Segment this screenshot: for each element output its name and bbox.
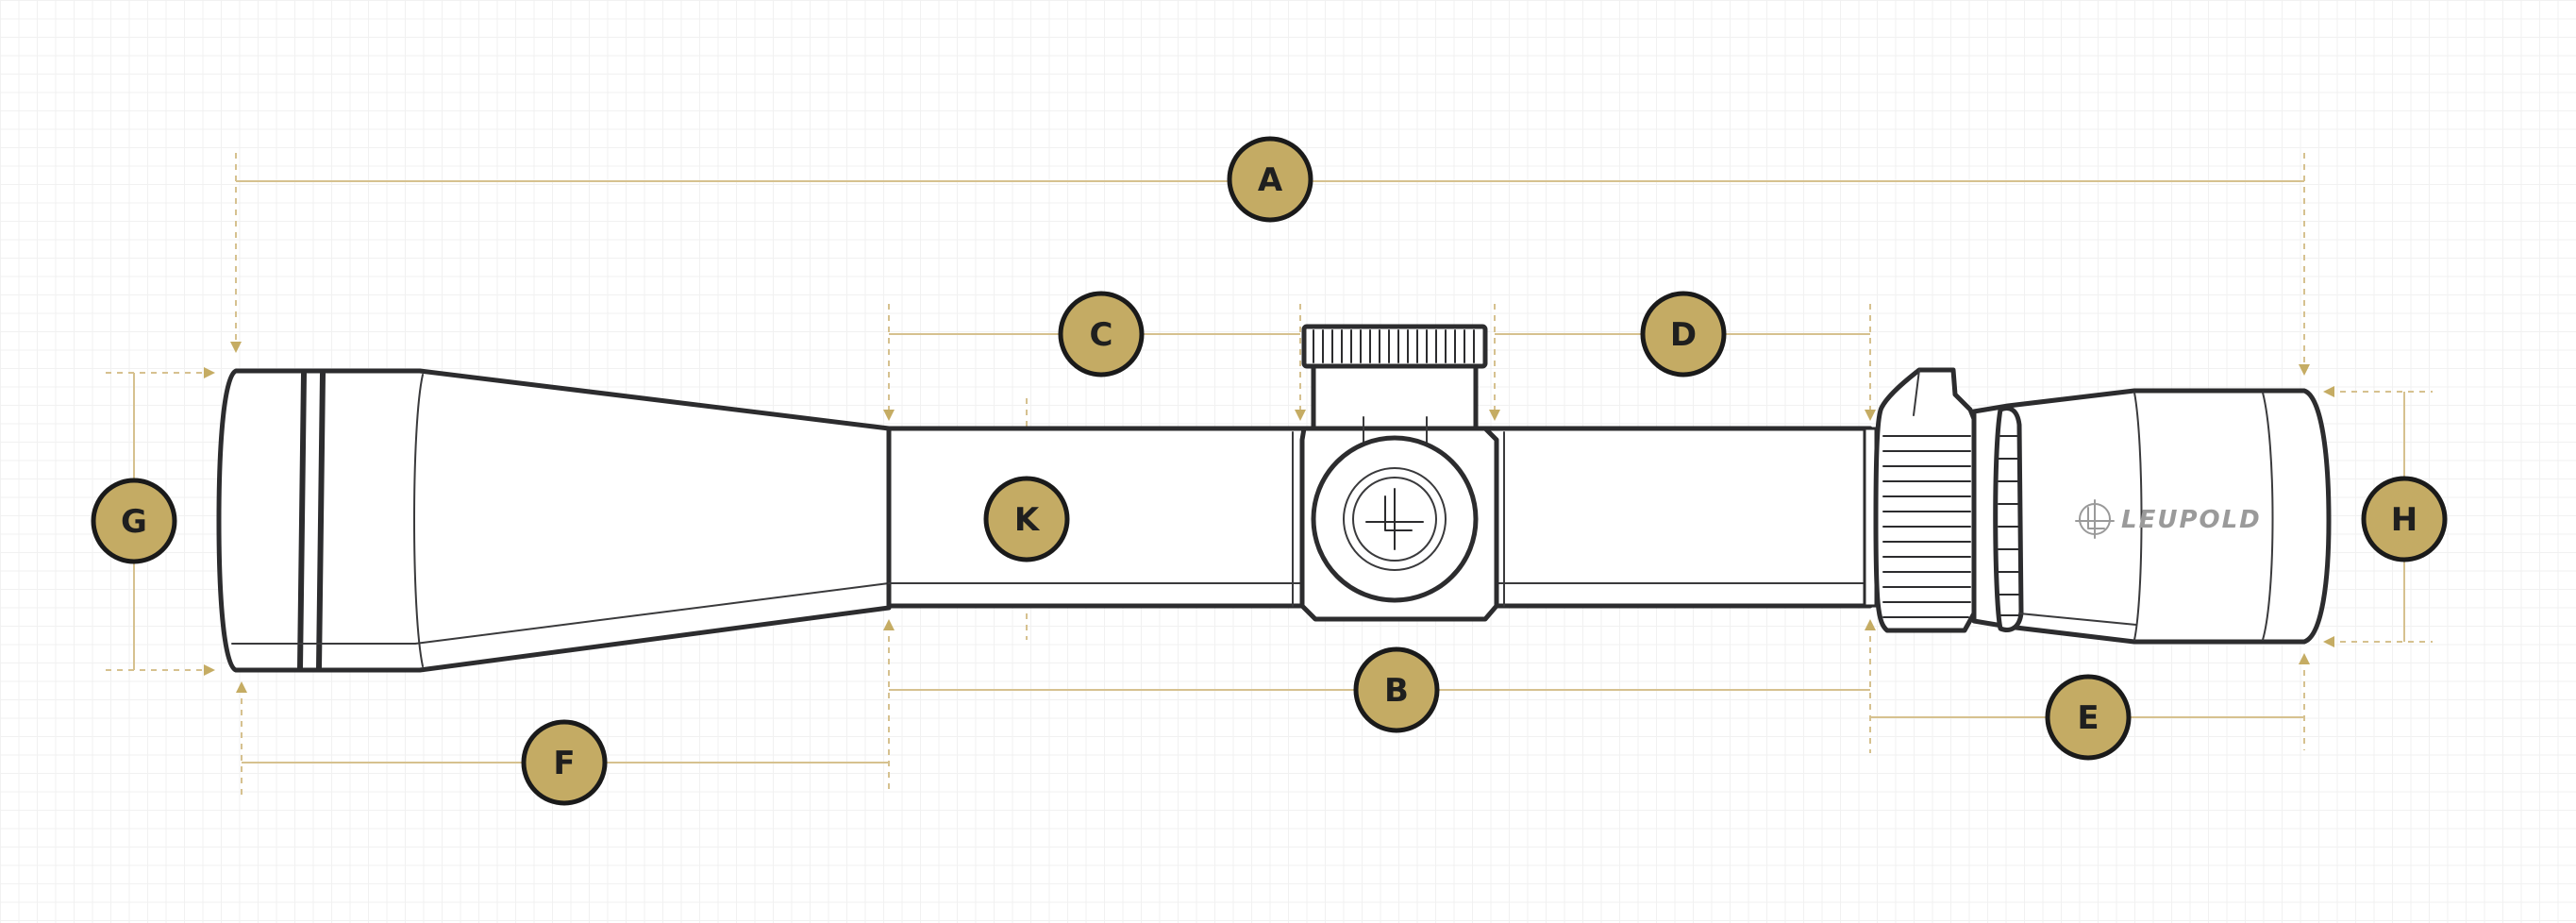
callout-d: D <box>1640 291 1727 378</box>
side-focus-ring <box>1343 467 1447 571</box>
brand-name: LEUPOLD <box>2121 506 2262 534</box>
callout-d-label: D <box>1670 316 1697 354</box>
callout-c: C <box>1058 291 1145 378</box>
arrow-g-bottom <box>204 664 215 676</box>
objective-ring-1 <box>297 371 307 671</box>
arrow-h-bottom <box>2323 636 2334 647</box>
leupold-logo-icon <box>2075 499 2115 539</box>
eyepiece-curve-1 <box>2133 392 2143 641</box>
eyepiece <box>1971 388 2332 645</box>
arrow-c-left <box>883 410 895 421</box>
callout-e: E <box>2045 674 2132 761</box>
arrow-b-left <box>883 619 895 630</box>
callout-e-label: E <box>2077 699 2099 737</box>
turret-cap <box>1301 324 1488 369</box>
callout-f: F <box>521 719 608 806</box>
arrow-h-top <box>2323 386 2334 397</box>
objective-lens-curve <box>413 374 424 667</box>
callout-b: B <box>1353 646 1440 733</box>
arrow-g-top <box>204 367 215 378</box>
callout-a-label: A <box>1258 161 1283 199</box>
callout-k: K <box>983 476 1070 562</box>
objective-ring-2 <box>316 371 326 671</box>
reticle-logo-icon <box>1365 488 1424 550</box>
callout-g: G <box>91 478 177 564</box>
eyepiece-curve-2 <box>2262 392 2274 641</box>
objective-taper-line <box>414 582 890 645</box>
callout-b-label: B <box>1384 672 1409 710</box>
arrow-f-left <box>236 681 247 693</box>
power-ring <box>1873 367 1977 633</box>
callout-c-label: C <box>1090 316 1113 354</box>
callout-h-label: H <box>2391 501 2417 539</box>
side-focus-inner <box>1352 477 1437 562</box>
arrow-a-right <box>2299 364 2310 376</box>
callouts: A C D K G H B E <box>91 136 2448 806</box>
power-ring-edge <box>1913 369 1920 416</box>
turret-knurling <box>1313 329 1475 363</box>
callout-h: H <box>2361 476 2448 562</box>
arrow-a-left <box>230 342 242 353</box>
arrow-c-right <box>1295 410 1306 421</box>
callout-a: A <box>1227 136 1313 223</box>
arrow-e-right <box>2299 653 2310 664</box>
turret-stem <box>1311 363 1479 431</box>
callout-k-label: K <box>1014 501 1041 539</box>
eyepiece-ring-outer <box>1993 406 2024 632</box>
arrow-d-left <box>1489 410 1500 421</box>
eyepiece-ring-grooves <box>1998 435 2020 616</box>
arrow-d-right <box>1865 410 1876 421</box>
callout-f-label: F <box>553 745 575 782</box>
arrow-b-right <box>1865 619 1876 630</box>
power-ring-ribs <box>1882 435 1971 618</box>
callout-g-label: G <box>121 503 147 541</box>
riflescope <box>216 324 2332 673</box>
eyepiece-bottom-line <box>2018 613 2137 626</box>
objective-bell <box>216 368 892 673</box>
